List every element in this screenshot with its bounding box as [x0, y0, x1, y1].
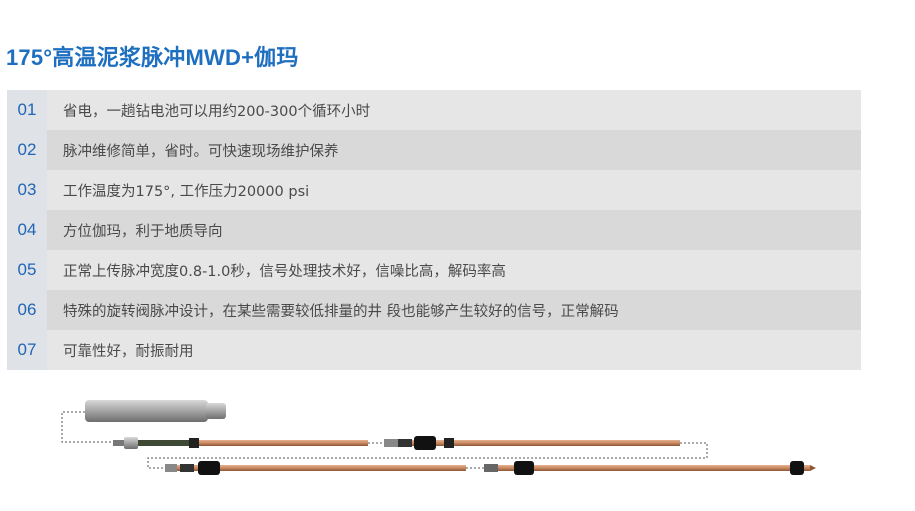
item-number: 07: [7, 330, 47, 370]
item-text: 正常上传脉冲宽度0.8-1.0秒，信号处理技术好，信噪比高，解码率高: [63, 263, 506, 280]
item-text: 省电，一趟钻电池可以用约200-300个循环小时: [63, 103, 371, 120]
feature-list: 01 省电，一趟钻电池可以用约200-300个循环小时 02 脉冲维修简单，省时…: [7, 90, 861, 370]
item-text: 工作温度为175°, 工作压力20000 psi: [63, 183, 310, 200]
item-number: 02: [7, 130, 47, 170]
item-number: 06: [7, 290, 47, 330]
item-text: 可靠性好，耐振耐用: [63, 343, 194, 360]
list-item: 02 脉冲维修简单，省时。可快速现场维护保养: [7, 130, 861, 170]
item-text: 脉冲维修简单，省时。可快速现场维护保养: [63, 143, 339, 160]
item-text: 特殊的旋转阀脉冲设计，在某些需要较低排量的井 段也能够产生较好的信号，正常解码: [63, 303, 619, 320]
probe-string-upper-left: [113, 437, 368, 449]
item-number: 03: [7, 170, 47, 210]
battery-housing: [85, 400, 226, 422]
item-text: 方位伽玛，利于地质导向: [63, 223, 223, 240]
list-item: 04 方位伽玛，利于地质导向: [7, 210, 861, 250]
item-number: 04: [7, 210, 47, 250]
dashed-connector-lines: [61, 411, 708, 469]
probe-string-lower-right: [484, 461, 816, 475]
list-item: 07 可靠性好，耐振耐用: [7, 330, 861, 370]
item-number: 01: [7, 90, 47, 130]
page-title: 175°高温泥浆脉冲MWD+伽玛: [6, 45, 299, 70]
item-number: 05: [7, 250, 47, 290]
list-item: 01 省电，一趟钻电池可以用约200-300个循环小时: [7, 90, 861, 130]
probe-string-upper-right: [384, 436, 680, 450]
list-item: 06 特殊的旋转阀脉冲设计，在某些需要较低排量的井 段也能够产生较好的信号，正常…: [7, 290, 861, 330]
list-item: 05 正常上传脉冲宽度0.8-1.0秒，信号处理技术好，信噪比高，解码率高: [7, 250, 861, 290]
probe-string-lower-left: [165, 461, 466, 475]
list-item: 03 工作温度为175°, 工作压力20000 psi: [7, 170, 861, 210]
mwd-tool-diagram: [61, 400, 816, 475]
